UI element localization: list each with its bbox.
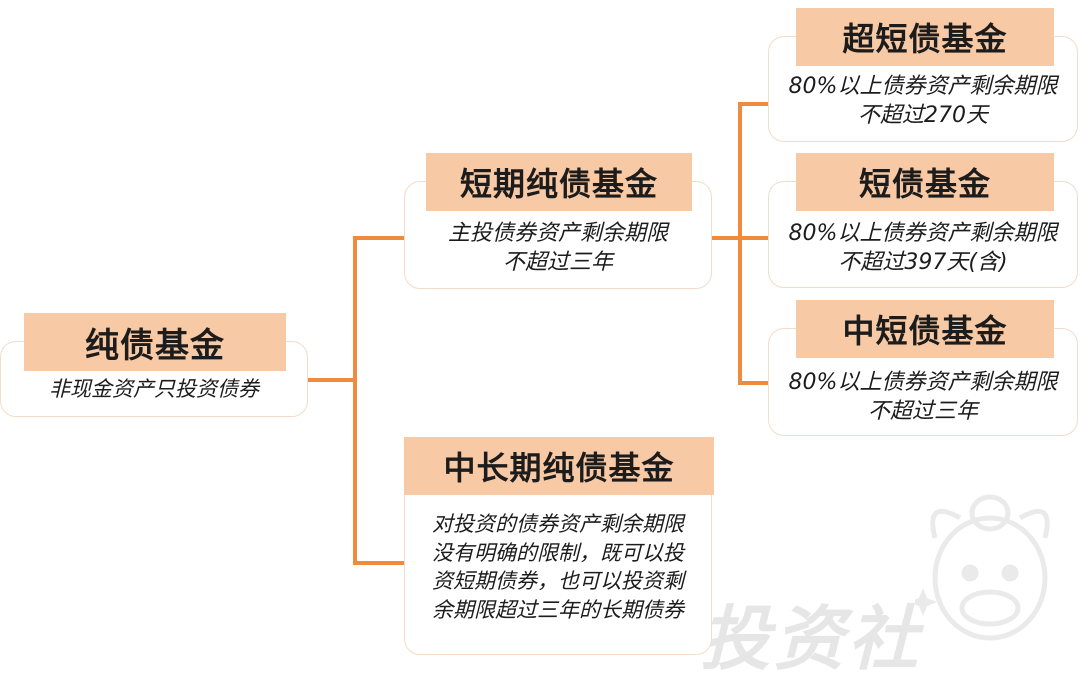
mascot-icon — [915, 494, 1050, 641]
node-mid-short-desc: 80%以上债券资产剩余期限 不超过三年 — [788, 370, 1058, 424]
connector-lines — [306, 102, 772, 565]
node-ultra-short-title: 超短债基金 — [796, 8, 1054, 66]
node-mid-long-term-title: 中长期纯债基金 — [404, 437, 714, 495]
node-mid-long-term-box: 对投资的债券资产剩余期限 没有明确的限制，既可以投 资短期债券，也可以投资剩 余… — [404, 465, 712, 655]
node-ultra-short: 80%以上债券资产剩余期限 不超过270天 超短债基金 — [768, 8, 1080, 143]
node-root: 非现金资产只投资债券 纯债基金 — [0, 313, 310, 419]
node-mid-short-title: 中短债基金 — [796, 300, 1054, 358]
node-root-desc: 非现金资产只投资债券 — [49, 377, 259, 401]
watermark-text: 投资社 — [700, 598, 922, 680]
tree-diagram: 投资社 非现金资产只投资债券 纯债基金 主投债券资产剩余期限 不超过三年 短期纯… — [0, 8, 1080, 680]
node-short-term-desc: 主投债券资产剩余期限 不超过三年 — [447, 221, 668, 275]
node-mid-long-term: 对投资的债券资产剩余期限 没有明确的限制，既可以投 资短期债券，也可以投资剩 余… — [404, 437, 714, 657]
node-mid-long-term-desc: 对投资的债券资产剩余期限 没有明确的限制，既可以投 资短期债券，也可以投资剩 余… — [432, 512, 684, 622]
node-root-title: 纯债基金 — [24, 313, 286, 371]
node-ultra-short-desc: 80%以上债券资产剩余期限 不超过270天 — [788, 74, 1058, 128]
node-short-bond: 80%以上债券资产剩余期限 不超过397天(含) 短债基金 — [768, 153, 1080, 290]
node-short-bond-desc: 80%以上债券资产剩余期限 不超过397天(含) — [788, 221, 1058, 275]
node-mid-short: 80%以上债券资产剩余期限 不超过三年 中短债基金 — [768, 300, 1080, 438]
node-short-bond-title: 短债基金 — [796, 153, 1054, 211]
node-short-term-title: 短期纯债基金 — [426, 153, 692, 211]
node-short-term: 主投债券资产剩余期限 不超过三年 短期纯债基金 — [404, 153, 714, 291]
